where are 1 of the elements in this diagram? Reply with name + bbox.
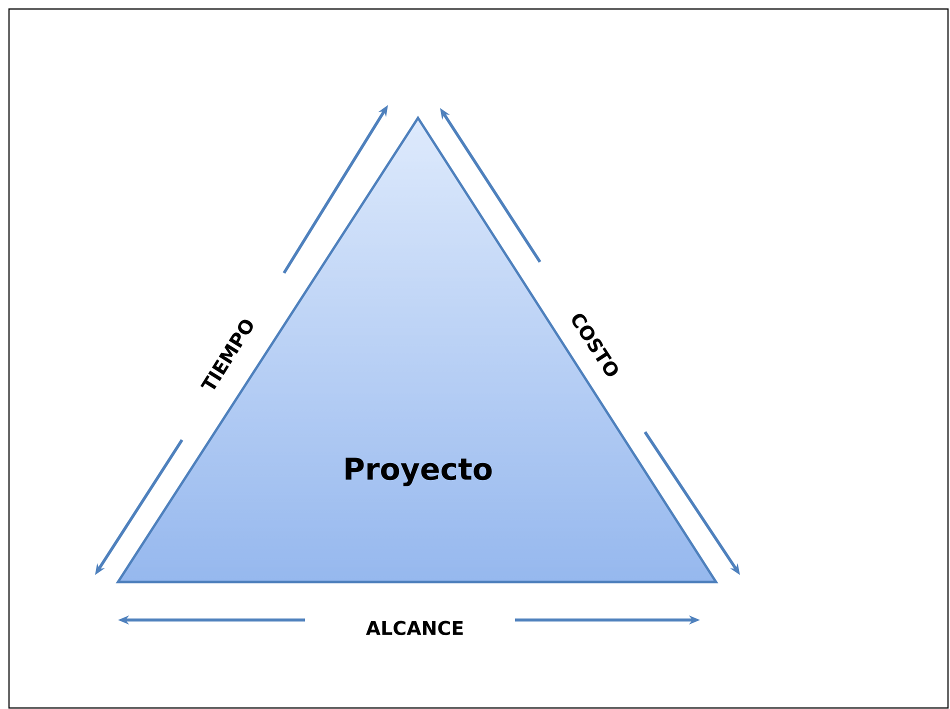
side-label: ALCANCE: [366, 620, 463, 636]
